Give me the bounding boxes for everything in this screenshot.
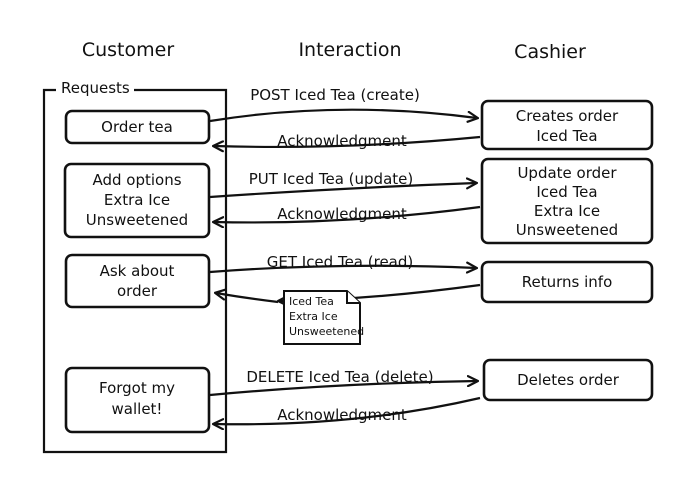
arrow-ack-3 bbox=[214, 396, 481, 424]
header-cashier: Cashier bbox=[514, 41, 586, 63]
customer-box-add-options: Add options Extra Ice Unsweetened bbox=[63, 162, 211, 239]
box-line: Creates order bbox=[516, 107, 619, 125]
arrow-post bbox=[209, 108, 477, 121]
arrow-ack-2 bbox=[214, 205, 481, 222]
cashier-box-update-order: Update order Iced Tea Extra Ice Unsweete… bbox=[480, 157, 654, 245]
label-ack-2: Acknowledgment bbox=[277, 205, 407, 223]
customer-box-order-tea: Order tea bbox=[64, 109, 211, 145]
customer-box-forgot-wallet: Forgot my wallet! bbox=[64, 366, 211, 434]
arrow-ack-1 bbox=[214, 135, 481, 147]
note-line: Unsweetened bbox=[289, 325, 364, 338]
label-post: POST Iced Tea (create) bbox=[250, 86, 420, 104]
cashier-box-returns-info: Returns info bbox=[480, 260, 654, 304]
label-ack-1: Acknowledgment bbox=[277, 132, 407, 150]
box-line: order bbox=[117, 282, 158, 300]
box-line: wallet! bbox=[112, 400, 163, 418]
box-line: Forgot my bbox=[99, 379, 175, 397]
cashier-box-creates-order: Creates order Iced Tea bbox=[480, 99, 654, 151]
response-note: Iced Tea Extra Ice Unsweetened bbox=[283, 290, 364, 345]
box-line: Update order bbox=[517, 164, 617, 182]
arrow-delete bbox=[209, 381, 477, 397]
requests-frame bbox=[42, 88, 228, 454]
box-line: Deletes order bbox=[517, 371, 620, 389]
note-line: Extra Ice bbox=[289, 310, 338, 323]
box-line: Returns info bbox=[522, 273, 613, 291]
label-get: GET Iced Tea (read) bbox=[267, 253, 414, 271]
box-line: Iced Tea bbox=[536, 127, 597, 145]
box-line: Ask about bbox=[100, 262, 175, 280]
box-line: Unsweetened bbox=[516, 221, 618, 239]
box-line: Extra Ice bbox=[534, 202, 600, 220]
box-line: Add options bbox=[92, 171, 181, 189]
label-put: PUT Iced Tea (update) bbox=[249, 170, 414, 188]
label-ack-3: Acknowledgment bbox=[277, 406, 407, 424]
header-interaction: Interaction bbox=[298, 39, 401, 61]
note-line: Iced Tea bbox=[289, 295, 334, 308]
arrow-get bbox=[209, 266, 476, 272]
customer-box-ask-about: Ask about order bbox=[64, 253, 211, 309]
box-line: Unsweetened bbox=[86, 211, 188, 229]
cashier-box-deletes-order: Deletes order bbox=[482, 358, 654, 402]
requests-label: Requests bbox=[61, 79, 130, 97]
header-customer: Customer bbox=[82, 39, 174, 61]
label-delete: DELETE Iced Tea (delete) bbox=[246, 368, 433, 386]
arrow-get-response-tail bbox=[216, 293, 279, 304]
arrow-put bbox=[209, 183, 476, 199]
box-line: Order tea bbox=[101, 118, 173, 136]
box-line: Extra Ice bbox=[104, 191, 170, 209]
box-line: Iced Tea bbox=[536, 183, 597, 201]
